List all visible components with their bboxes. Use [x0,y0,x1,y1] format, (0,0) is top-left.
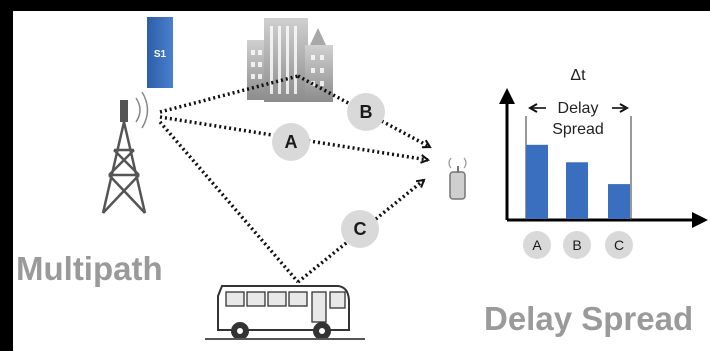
delay-label-background [546,99,612,118]
bars-group [526,144,630,219]
sector-antenna-icon: S1 [147,17,173,88]
category-marker-a [523,231,551,259]
path-a-marker: A [272,123,310,161]
category-marker-c [605,231,633,259]
category-label-c: C [614,237,624,253]
delta-t-label: Δt [570,67,586,84]
category-marker-b [563,231,591,259]
multipath-lines [158,74,430,284]
delay-label: Delay [558,100,599,117]
category-label-b: B [572,237,581,253]
path-b-marker: B [347,93,385,131]
delay-spread-title: Delay Spread [484,300,693,337]
category-label-a: A [532,237,542,253]
diagram-canvas: S1 [13,11,710,351]
path-b-label: B [360,102,373,122]
category-labels-group: A B C [523,231,633,259]
multipath-diagram: S1 [16,17,708,340]
cell-tower-icon [101,91,149,214]
bar-a [526,144,548,219]
phone-icon [448,157,467,200]
path-b-segment-1 [159,74,299,114]
path-c-marker: C [341,210,379,248]
path-a-label: A [285,132,298,152]
chart-y-axis-arrowhead [499,88,515,104]
bar-b [566,162,588,219]
building-icon [247,18,333,102]
chart-x-axis-arrowhead [692,212,708,228]
multipath-title: Multipath [16,250,163,287]
spread-label: Spread [552,121,604,138]
bus-icon [205,285,365,340]
path-c-label: C [354,219,367,239]
bar-c [608,184,630,219]
sector-label: S1 [154,49,167,60]
path-c-segment-1 [158,120,300,284]
delay-spread-chart: Δt Delay Spread A B C [499,67,708,259]
